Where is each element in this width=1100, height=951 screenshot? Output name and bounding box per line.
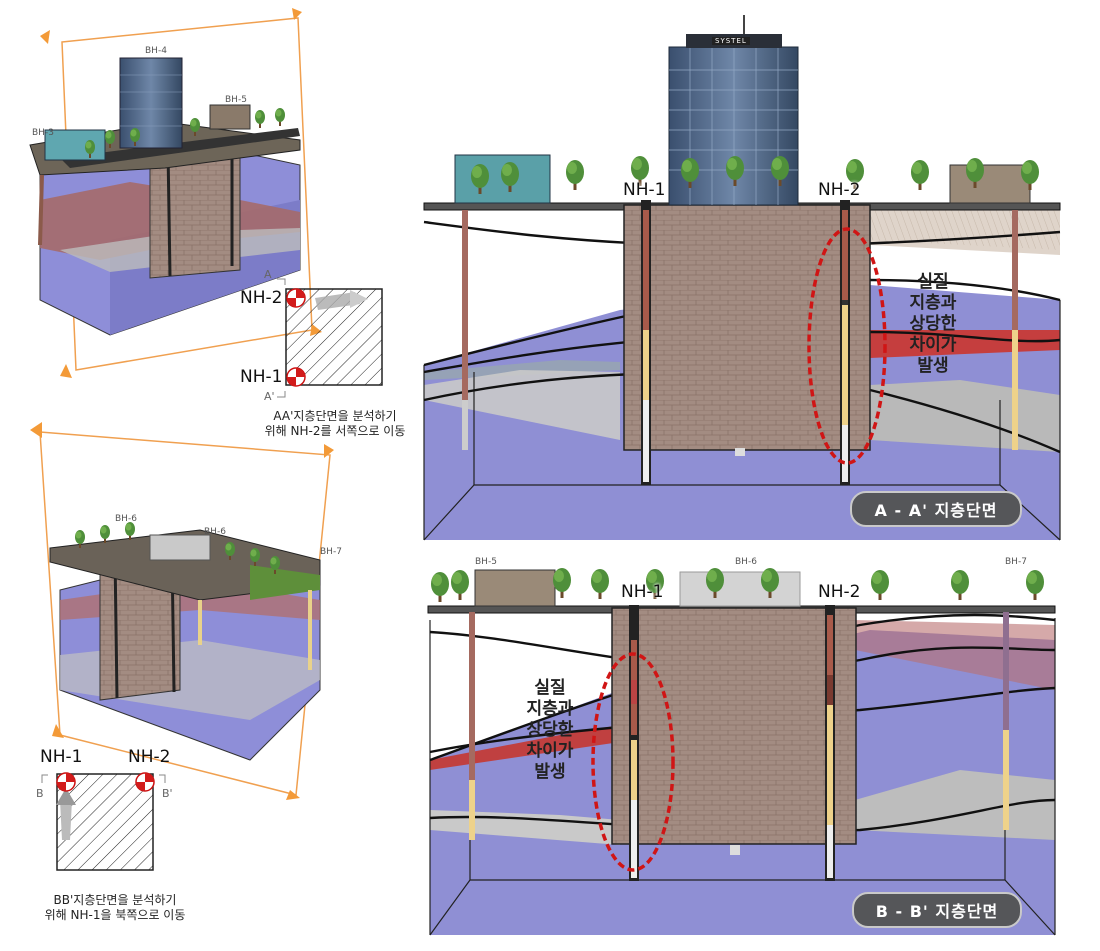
bb-annotation-line-4: 차이가 <box>526 741 574 761</box>
aa-nh2-label: NH-2 <box>818 180 861 200</box>
nh2b-target-icon <box>135 772 155 792</box>
aa-annotation-line-3: 상당한 <box>909 314 957 334</box>
plan-top-caption-line-1: AA'지층단면을 분석하기 <box>273 409 397 423</box>
bb-tag-1: BH-5 <box>475 557 497 567</box>
iso-model-bottom <box>30 422 334 800</box>
aa-annotation-line-5: 발생 <box>917 356 949 376</box>
aa-annotation-line-4: 차이가 <box>909 335 957 355</box>
aa-building-sign: SYSTEL <box>712 37 750 45</box>
bb-tag-2: BH-6 <box>735 557 757 567</box>
iso-bottom-tag-3: BH-7 <box>320 547 342 557</box>
plan-bottom-mark-end: B' <box>162 787 173 800</box>
section-bb-artwork <box>427 568 1056 936</box>
aa-discrepancy-ellipse <box>807 227 887 465</box>
nh1b-target-icon <box>56 772 76 792</box>
bb-annotation: 실질 지층과 상당한 차이가 발생 <box>510 678 590 783</box>
plan-bottom-caption-line-2: 위해 NH-1을 북쪽으로 이동 <box>44 908 186 922</box>
aa-well-nh2 <box>840 200 850 485</box>
plan-top-mark-start: A <box>264 268 272 281</box>
bb-nh1-label: NH-1 <box>621 582 664 602</box>
iso-bottom-tag-2: BH-6 <box>204 527 226 537</box>
aa-annotation-line-2: 지층과 <box>909 293 957 313</box>
aa-annotation: 실질 지층과 상당한 차이가 발생 <box>893 272 973 377</box>
iso-model-top <box>29 8 322 378</box>
plan-top-caption: AA'지층단면을 분석하기 위해 NH-2를 서쪽으로 이동 <box>245 409 425 439</box>
bb-discrepancy-ellipse <box>591 652 675 872</box>
plan-bottom-caption-line-1: BB'지층단면을 분석하기 <box>53 893 177 907</box>
plan-bottom-mark-start: B <box>36 787 44 800</box>
bb-section-badge: B - B' 지층단면 <box>852 892 1022 928</box>
plan-bottom-nh2-label: NH-2 <box>128 747 171 767</box>
aa-annotation-line-1: 실질 <box>917 272 949 292</box>
bb-well-nh1 <box>629 605 639 881</box>
plan-top-mark-end: A' <box>264 390 275 403</box>
aa-well-nh1 <box>641 200 651 485</box>
bb-annotation-line-5: 발생 <box>534 762 566 782</box>
aa-section-badge: A - A' 지층단면 <box>850 491 1022 527</box>
plan-bottom <box>41 772 166 871</box>
plan-top <box>277 278 383 398</box>
iso-top-tag-1: BH-4 <box>145 46 167 56</box>
plan-bottom-caption: BB'지층단면을 분석하기 위해 NH-1을 북쪽으로 이동 <box>30 893 200 923</box>
bb-annotation-line-2: 지층과 <box>526 699 574 719</box>
plan-bottom-nh1-label: NH-1 <box>40 747 83 767</box>
bb-nh2-label: NH-2 <box>818 582 861 602</box>
bb-tag-3: BH-7 <box>1005 557 1027 567</box>
iso-top-tag-2: BH-5 <box>225 95 247 105</box>
iso-top-tag-3: BH-3 <box>32 128 54 138</box>
plan-top-nh2-label: NH-2 <box>240 288 283 308</box>
section-aa-artwork <box>423 15 1061 541</box>
aa-nh1-label: NH-1 <box>623 180 666 200</box>
iso-bottom-tag-1: BH-6 <box>115 514 137 524</box>
bb-annotation-line-3: 상당한 <box>526 720 574 740</box>
nh2-target-icon <box>286 288 306 308</box>
nh1-target-icon <box>286 367 306 387</box>
plan-top-nh1-label: NH-1 <box>240 367 283 387</box>
bb-annotation-line-1: 실질 <box>534 678 566 698</box>
plan-top-caption-line-2: 위해 NH-2를 서쪽으로 이동 <box>264 424 406 438</box>
bb-well-nh2 <box>825 605 835 881</box>
